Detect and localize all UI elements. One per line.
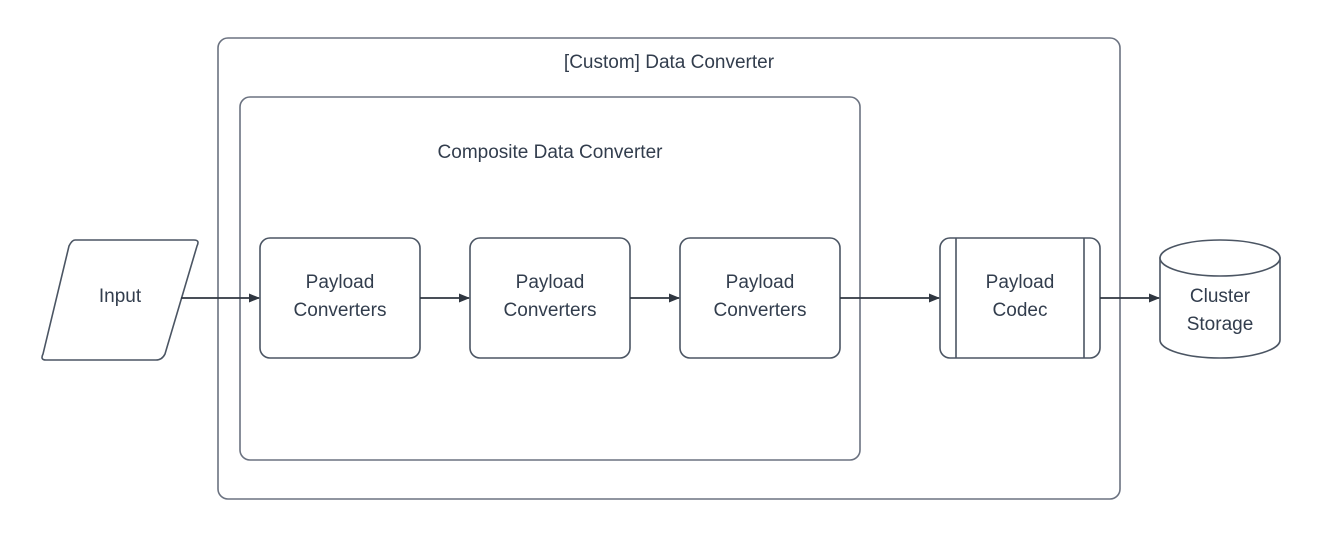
payload-converters-3-label-line2: Converters [714, 300, 807, 321]
input-label: Input [99, 286, 142, 307]
cluster-storage-body[interactable] [1159, 257, 1281, 359]
payload-converters-2-label-line2: Converters [504, 300, 597, 321]
node-input[interactable]: Input [41, 239, 199, 361]
payload-converters-3-label-line1: Payload [726, 272, 795, 293]
cluster-storage-top-ellipse [1159, 239, 1281, 277]
payload-converters-2-label-line1: Payload [516, 272, 585, 293]
input-parallelogram[interactable] [41, 239, 199, 361]
payload-codec-label-line2: Codec [993, 300, 1048, 321]
payload-codec-label-line1: Payload [986, 272, 1055, 293]
payload-codec-box[interactable] [939, 237, 1101, 359]
payload-converters-3-box[interactable] [679, 237, 841, 359]
node-cluster-storage[interactable]: Cluster Storage [1159, 239, 1281, 359]
node-payload-converters-3[interactable]: Payload Converters [679, 237, 841, 359]
node-payload-converters-1[interactable]: Payload Converters [259, 237, 421, 359]
cluster-storage-label-line1: Cluster [1190, 286, 1251, 307]
node-payload-codec[interactable]: Payload Codec [939, 237, 1101, 359]
cluster-storage-label-line2: Storage [1187, 314, 1254, 335]
payload-converters-1-label-line2: Converters [294, 300, 387, 321]
payload-converters-2-box[interactable] [469, 237, 631, 359]
payload-converters-1-label-line1: Payload [306, 272, 375, 293]
composite-data-converter-label: Composite Data Converter [438, 142, 664, 163]
node-payload-converters-2[interactable]: Payload Converters [469, 237, 631, 359]
payload-converters-1-box[interactable] [259, 237, 421, 359]
custom-data-converter-label: [Custom] Data Converter [564, 52, 775, 73]
